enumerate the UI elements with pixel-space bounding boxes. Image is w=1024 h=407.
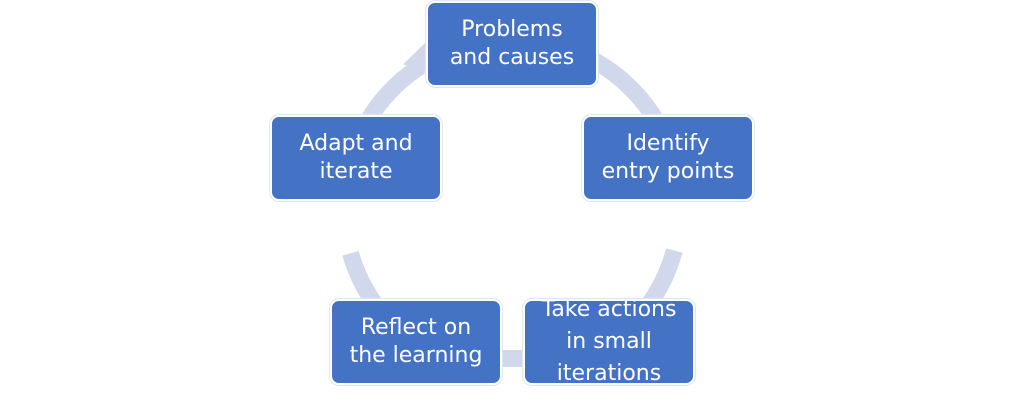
node-label-take-actions: Take actions in small iterations	[541, 297, 677, 386]
node-label-identify-entry-points: Identify entry points	[601, 131, 735, 184]
arc-take-actions-to-reflect	[498, 350, 528, 367]
node-identify-entry-points: Identify entry points	[582, 115, 754, 201]
node-adapt-and-iterate: Adapt and iterate	[270, 115, 442, 201]
node-label-reflect-on-learning: Reflect on the learning	[349, 315, 483, 368]
node-reflect-on-learning: Reflect on the learning	[330, 299, 502, 385]
node-label-adapt-and-iterate: Adapt and iterate	[299, 131, 413, 184]
node-problems-and-causes: Problems and causes	[426, 1, 598, 87]
node-label-problems-and-causes: Problems and causes	[449, 17, 575, 70]
node-take-actions: Take actions in small iterations	[523, 297, 695, 386]
